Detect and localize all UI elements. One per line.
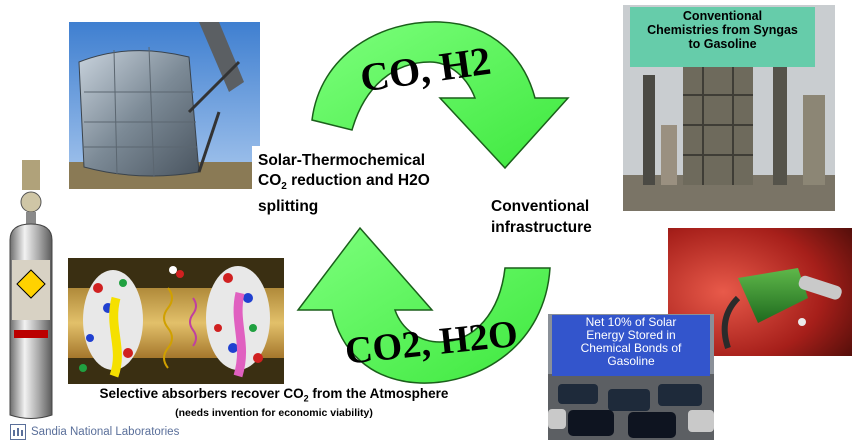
solar-label-line2: CO2 reduction and H2O bbox=[258, 171, 488, 197]
selective-caption-suffix: from the Atmosphere bbox=[308, 386, 449, 401]
infra-label-line2: infrastructure bbox=[491, 219, 592, 236]
energy-caption-line2: Energy Stored in bbox=[586, 328, 676, 342]
selective-caption-prefix: Selective absorbers recover CO bbox=[99, 386, 304, 401]
sandia-logo-icon bbox=[10, 424, 26, 440]
solar-label-box bbox=[252, 146, 482, 212]
selective-caption-note: (needs invention for economic viability) bbox=[175, 406, 373, 419]
syngas-caption: Conventional Chemistries from Syngas to … bbox=[630, 9, 815, 51]
selective-caption-main: Selective absorbers recover CO2 from the… bbox=[18, 386, 530, 407]
energy-caption: Net 10% of Solar Energy Stored in Chemic… bbox=[552, 316, 710, 368]
solar-thermochemical-label: Solar-Thermochemical CO2 reduction and H… bbox=[258, 151, 488, 217]
solar-label-line2-suffix: reduction and H2O bbox=[286, 172, 430, 189]
fuel-nozzle-photo bbox=[668, 228, 852, 356]
solar-label-co: CO bbox=[258, 172, 282, 189]
top-cycle-arrow bbox=[311, 21, 570, 170]
conventional-infrastructure-label: Conventional infrastructure bbox=[491, 196, 631, 238]
energy-caption-line1: Net 10% of Solar bbox=[585, 315, 677, 329]
selective-absorbers-caption: Selective absorbers recover CO2 from the… bbox=[18, 386, 530, 419]
syngas-caption-line1: Conventional bbox=[682, 9, 763, 23]
solar-label-line1: Solar-Thermochemical bbox=[258, 152, 426, 169]
gas-cylinder-photo bbox=[0, 160, 68, 422]
solar-dish-photo bbox=[69, 22, 260, 189]
energy-caption-line4: Gasoline bbox=[607, 354, 655, 368]
bottom-cycle-arrow bbox=[296, 226, 551, 384]
energy-caption-line3: Chemical Bonds of bbox=[580, 341, 682, 355]
molecular-absorber-photo bbox=[68, 258, 284, 384]
syngas-caption-line3: to Gasoline bbox=[688, 37, 757, 51]
energy-caption-box bbox=[552, 315, 710, 376]
selective-caption-subscript: 2 bbox=[303, 393, 309, 404]
syngas-caption-box bbox=[630, 7, 815, 67]
sandia-logo-text: Sandia National Laboratories bbox=[31, 426, 180, 438]
syngas-caption-line2: Chemistries from Syngas bbox=[647, 23, 798, 37]
infra-label-line1: Conventional bbox=[491, 198, 590, 215]
solar-label-line3: splitting bbox=[258, 198, 319, 216]
solar-label-subscript: 2 bbox=[281, 181, 287, 193]
